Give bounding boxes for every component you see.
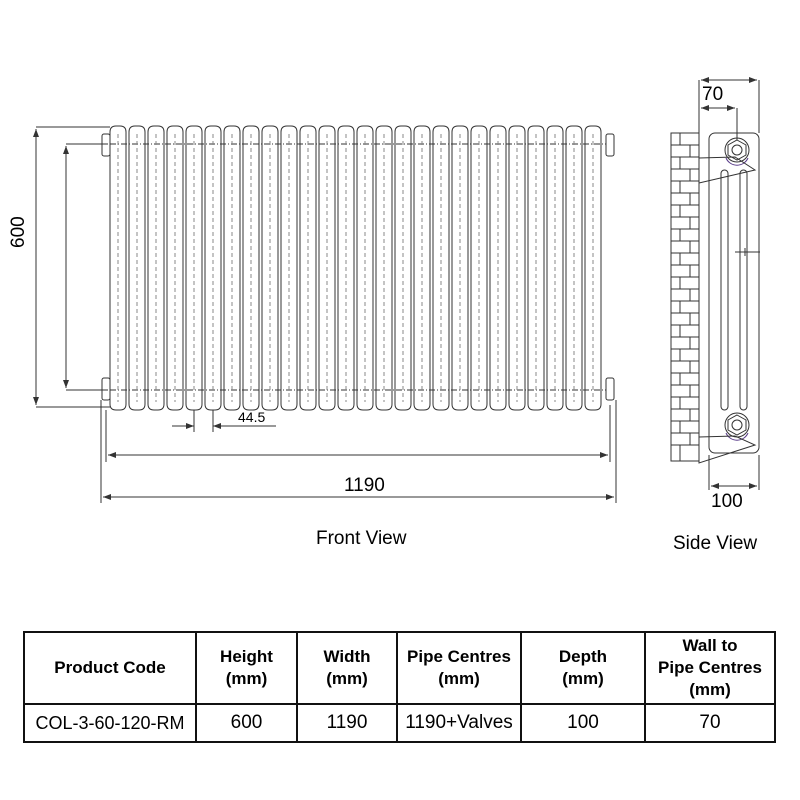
cell-depth: 100: [520, 703, 646, 743]
cell-wall-to-pipe-centres: 70: [644, 703, 776, 743]
specification-table: Product Code Height(mm) Width(mm) Pipe C…: [23, 631, 776, 743]
header-width: Width(mm): [296, 631, 398, 705]
technical-drawing: 600 44.5 1190 70 100 Front View Side Vie…: [8, 77, 760, 554]
wall-to-pipe-label: 70: [702, 84, 724, 105]
cell-pipe-centres: 1190+Valves: [396, 703, 522, 743]
column-pitch-label: 44.5: [238, 409, 266, 425]
cell-product-code: COL-3-60-120-RM: [23, 703, 197, 743]
height-dimension: [33, 126, 110, 408]
radiator-side: [670, 132, 760, 464]
depth-label: 100: [711, 491, 743, 512]
header-height: Height(mm): [195, 631, 298, 705]
height-dimension-label: 600: [8, 216, 29, 248]
table-header-row: Product Code Height(mm) Width(mm) Pipe C…: [23, 631, 776, 705]
table-row: COL-3-60-120-RM 600 1190 1190+Valves 100…: [23, 703, 776, 743]
cell-height: 600: [195, 703, 298, 743]
header-product-code: Product Code: [23, 631, 197, 705]
cell-width: 1190: [296, 703, 398, 743]
radiator-front: [101, 125, 615, 411]
side-dimensions: [698, 77, 760, 490]
pitch-dimension: [172, 410, 276, 432]
header-pipe-centres: Pipe Centres(mm): [396, 631, 522, 705]
header-depth: Depth(mm): [520, 631, 646, 705]
radiator-line-drawing: [33, 77, 760, 503]
side-view-caption: Side View: [673, 533, 758, 554]
front-view-caption: Front View: [316, 528, 407, 549]
width-dimension: [100, 400, 617, 503]
overall-width-label: 1190: [344, 475, 385, 496]
